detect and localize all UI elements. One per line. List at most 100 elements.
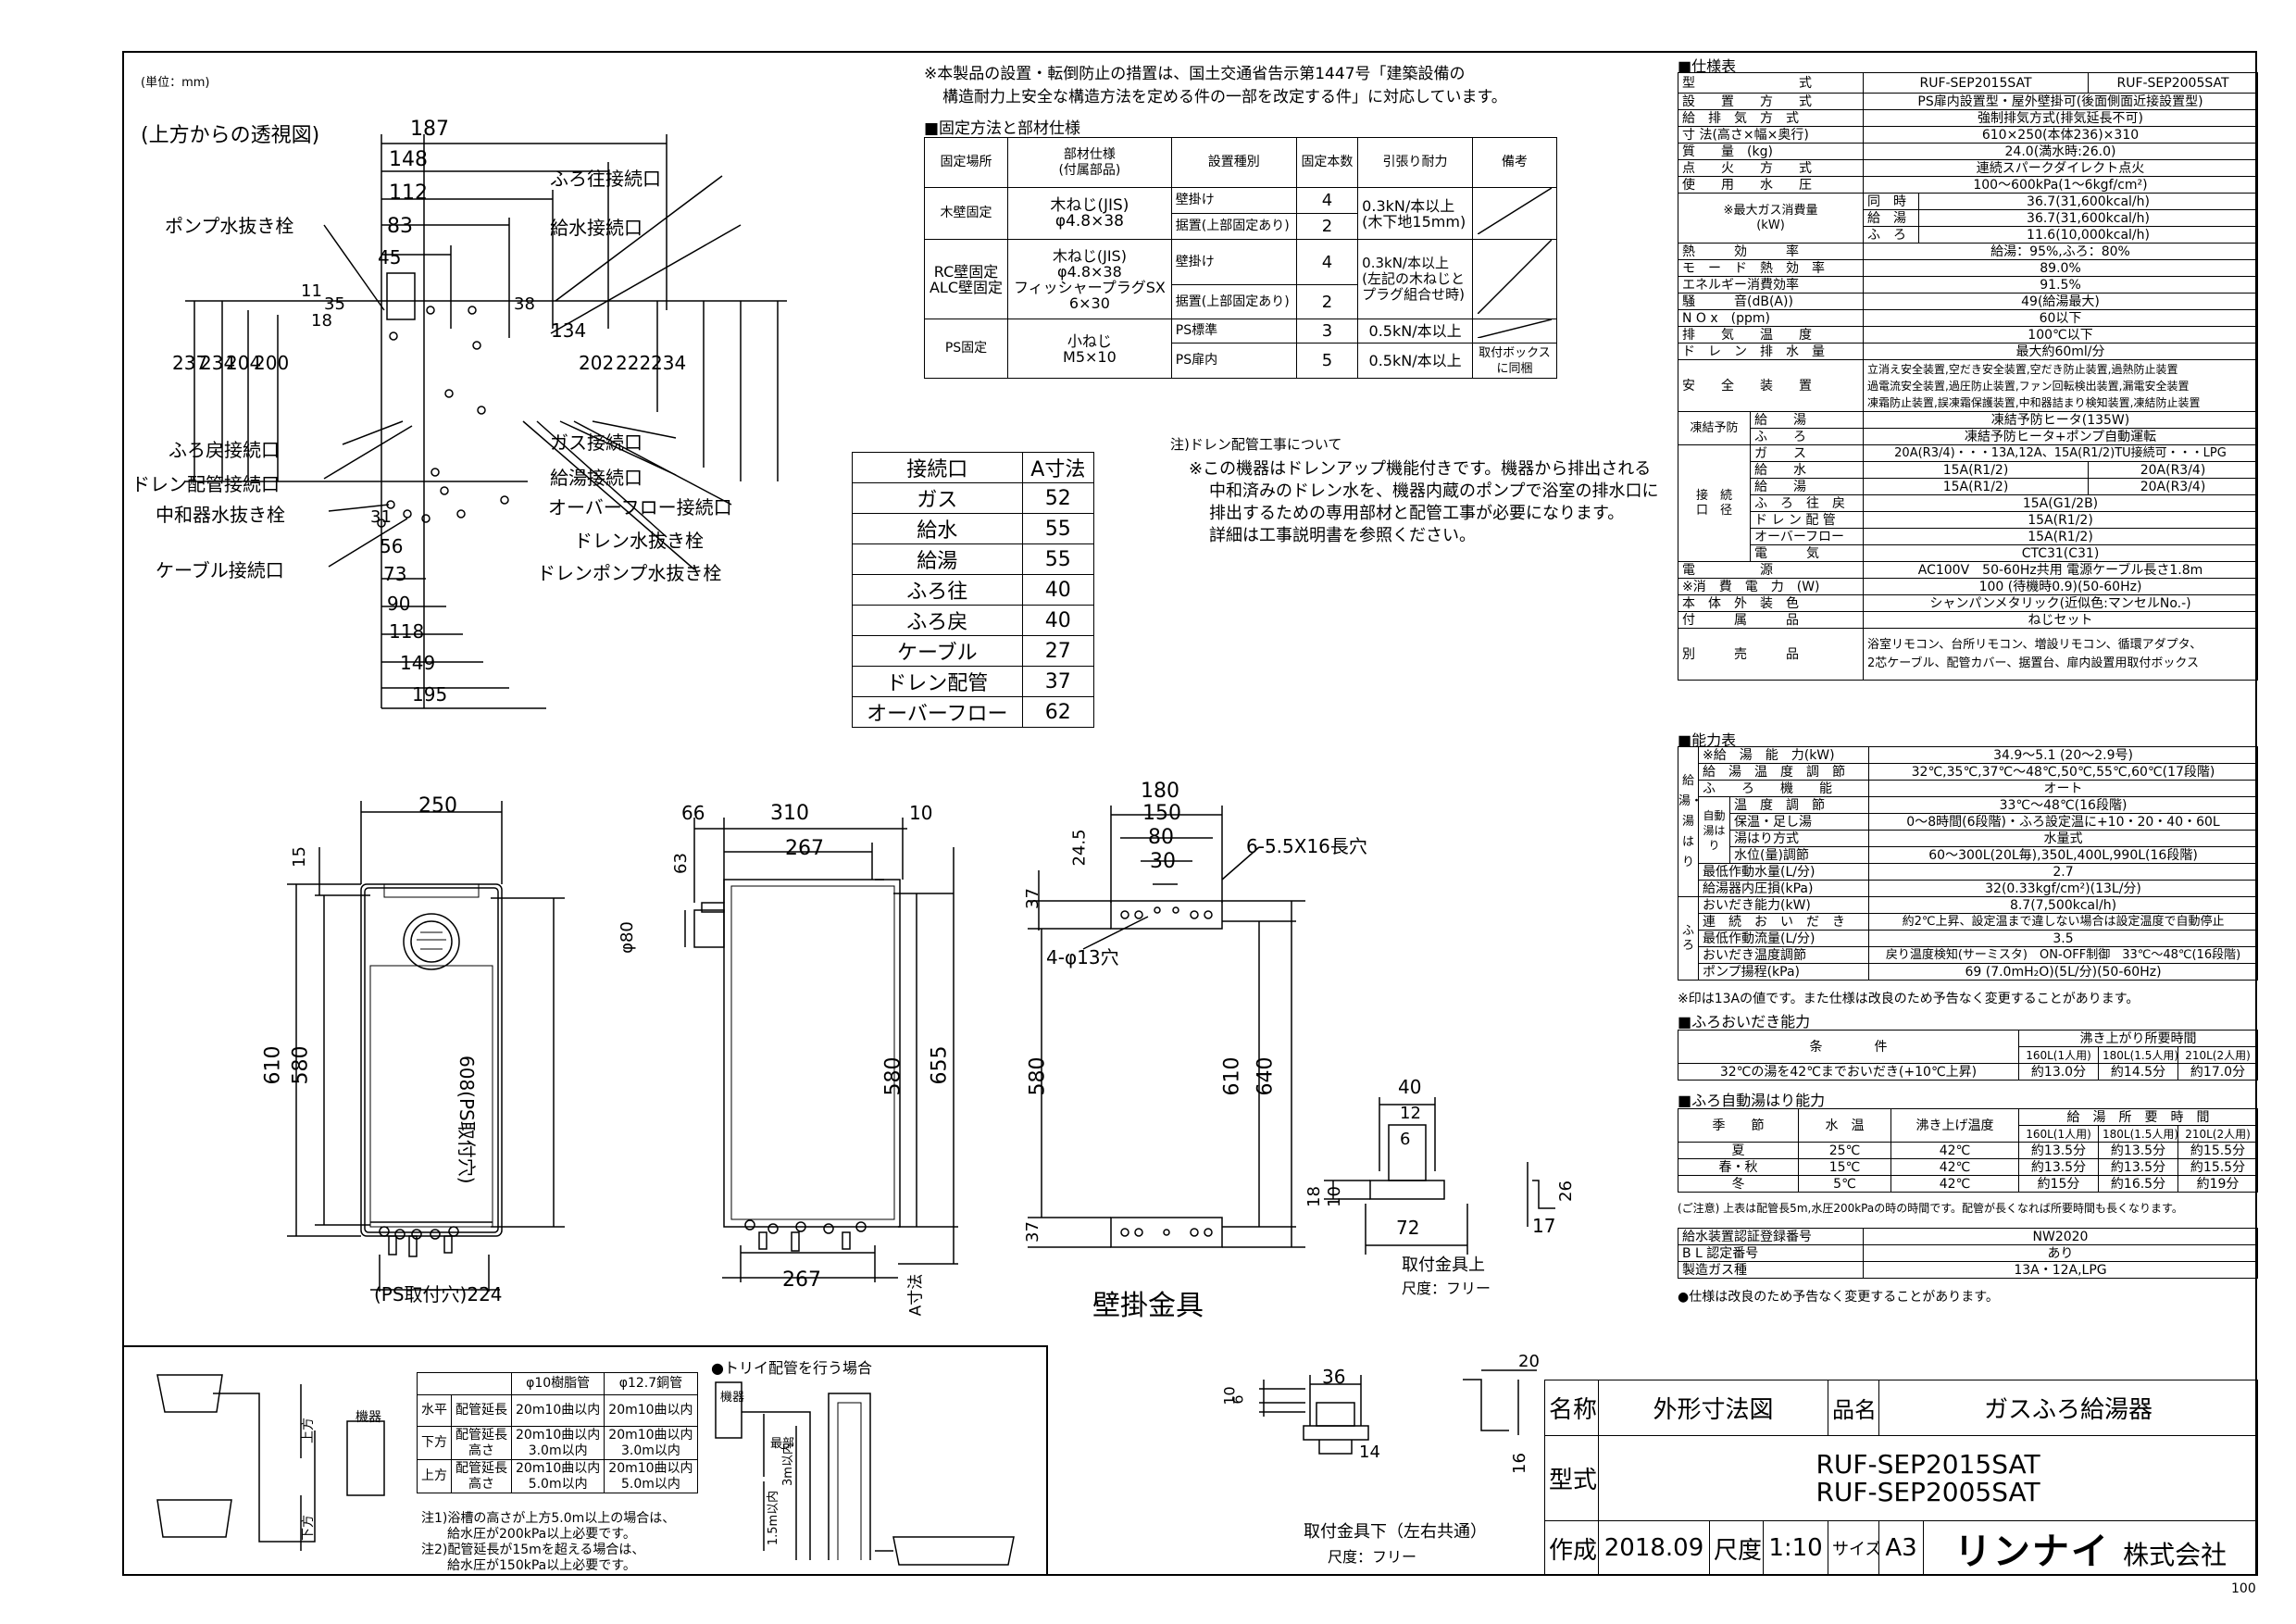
pipe-r2c2: 20m10曲以内 5.0m以内: [510, 1459, 605, 1493]
pipe-label-unit: 機器: [356, 1410, 381, 1425]
perf-r2v: オート: [1868, 780, 2259, 797]
bracket-h1: 24.5: [1069, 829, 1090, 867]
dim-202: 202: [579, 352, 615, 374]
spec-r2k: 寸 法(高さ×幅×奥行): [1678, 126, 1864, 144]
upper-d5: 10: [1324, 1186, 1344, 1207]
fix-h0: 固定場所: [923, 137, 1009, 188]
spec-r5k: 使 用 水 圧: [1678, 176, 1864, 194]
perf-r8v: 32(0.33kgf/cm²)(13L/分): [1868, 880, 2259, 897]
autofill-r0c0: 夏: [1678, 1142, 1799, 1159]
fix-r4c0: PS固定: [923, 319, 1009, 379]
label-bath-out: ふろ往接続口: [550, 168, 661, 190]
lower-d5: 20: [1518, 1352, 1540, 1371]
fix-h4: 引張り耐力: [1357, 137, 1473, 188]
spec-conn1v: 15A(R1/2): [1862, 461, 2090, 479]
lower-d6: 16: [1509, 1453, 1529, 1474]
dim-56: 56: [380, 535, 404, 557]
cert-r0k: 給水装置認証登録番号: [1678, 1228, 1864, 1245]
perf-r9k: おいだき能力(kW): [1697, 896, 1870, 914]
perf-r4v: 0〜8時間(6段階)・ふろ設定温に+10・20・40・60L: [1868, 813, 2259, 831]
reheat-cond: 32℃の湯を42℃までおいだき(+10℃上昇): [1678, 1063, 2019, 1081]
dim-18: 18: [311, 311, 332, 331]
spec-freeze0k: 給 湯: [1750, 411, 1864, 429]
front-h2: 580: [289, 1045, 313, 1085]
dim-234-left: 234: [200, 352, 236, 374]
dim-204: 204: [226, 352, 262, 374]
spec-r2v: 610×250(本体236)×310: [1862, 126, 2259, 144]
perf-r4k: 保温・足し湯: [1728, 813, 1870, 831]
perf-r6v: 60〜300L(20L毎),350L,400L,990L(16段階): [1868, 846, 2259, 864]
spec-r3-0v: AC100V 50-60Hz共用 電源ケーブル長さ1.8m: [1862, 561, 2259, 579]
conn-r5-name: ケーブル: [852, 635, 1023, 667]
trap-diagram: [715, 1381, 1015, 1566]
autofill-r2c4: 約16.5分: [2098, 1175, 2178, 1193]
spec-r2-5v: 100℃以下: [1862, 326, 2259, 344]
upper-d4: 18: [1304, 1186, 1324, 1207]
spec-r3v: 24.0(満水時:26.0): [1862, 143, 2259, 160]
perf-side2: ふろ: [1678, 896, 1699, 981]
dim-118: 118: [389, 620, 425, 643]
dim-11: 11: [301, 281, 322, 301]
autofill-c2: 210L(2人用): [2177, 1125, 2259, 1143]
spec-conn6v: CTC31(C31): [1862, 544, 2259, 562]
bracket-w3: 80: [1148, 826, 1174, 849]
label-neutralizer-drain: 中和器水抜き栓: [156, 504, 285, 526]
spec-conn5k: オーバーフロー: [1750, 528, 1864, 545]
bracket-w1: 180: [1141, 780, 1179, 803]
spec-model-2: RUF-SEP2005SAT: [2088, 72, 2259, 94]
trap-title: ●トリイ配管を行う場合: [711, 1359, 872, 1377]
spec-r4k: 点 火 方 式: [1678, 159, 1864, 177]
dim-149: 149: [400, 652, 436, 674]
spec-gas2k: ふ ろ: [1863, 226, 1919, 244]
pipe-r2c1: 配管延長 高さ: [451, 1459, 512, 1493]
pipe-h2: φ10樹脂管: [510, 1372, 605, 1395]
perf-r1k: 給 湯 温 度 調 節: [1697, 763, 1870, 781]
spec-r0v: PS扉内設置型・屋外壁掛可(後面側面近接設置型): [1862, 93, 2259, 110]
spec-model-label: 型 式: [1678, 72, 1864, 94]
perf-title: ■能力表: [1678, 731, 1737, 749]
fix-r2c1: 木ねじ(JIS) φ4.8×38 フィッシャープラグSX 6×30: [1007, 239, 1172, 319]
bracket-view-diagram: [1028, 806, 1305, 1248]
spec-freeze-label: 凍結予防: [1678, 411, 1751, 445]
top-view-title: (上方からの透視図): [141, 124, 320, 147]
pipe-r1c3: 20m10曲以内 3.0m以内: [604, 1426, 698, 1460]
pipe-h0: [417, 1372, 512, 1395]
conn-r1-val: 55: [1021, 513, 1095, 544]
fix-r5c4: 0.5kN/本以上: [1357, 343, 1473, 379]
side-h1: 580: [881, 1056, 905, 1096]
side-d1: 66: [681, 802, 705, 824]
tb-name-label: 名称: [1544, 1380, 1599, 1436]
perf-r10v: 約2℃上昇、設定温まで違しない場合は設定温度で自動停止: [1868, 913, 2259, 931]
spec-conn2v2: 20A(R3/4): [2088, 478, 2259, 495]
perf-r13k: ポンプ揚程(kPa): [1697, 963, 1870, 981]
spec-model-1: RUF-SEP2015SAT: [1862, 72, 2090, 94]
bracket-h5: 640: [1254, 1056, 1278, 1096]
dim-134: 134: [551, 319, 587, 342]
spec-gas-label: ※最大ガス消費量 (kW): [1678, 193, 1864, 244]
fix-h5: 備考: [1471, 137, 1558, 188]
bracket-h3: 580: [1026, 1056, 1050, 1096]
bottom-divider: [122, 1345, 1048, 1347]
trap-top: 最部: [770, 1437, 795, 1451]
side-h2: 655: [928, 1045, 952, 1085]
autofill-h2: 沸き上げ温度: [1890, 1108, 2019, 1143]
spec-r3-2v: シャンパンメタリック(近似色:マンセルNo.-): [1862, 594, 2259, 612]
spec-r2-4k: N O x (ppm): [1678, 309, 1864, 327]
fix-r2-diag: [1477, 240, 1553, 315]
reheat-v0: 約13.0分: [2018, 1063, 2099, 1081]
conn-r3-val: 40: [1021, 574, 1095, 606]
dim-90: 90: [387, 593, 411, 615]
reheat-h2: 沸き上がり所要時間: [2018, 1030, 2258, 1047]
top-view-diagram: [185, 134, 787, 709]
autofill-c0: 160L(1人用): [2018, 1125, 2099, 1143]
conn-r2-name: 給湯: [852, 543, 1023, 575]
upper-scale: 尺度：フリー: [1402, 1280, 1491, 1297]
fix-r5c2: PS扉内: [1170, 343, 1297, 379]
perf-auto-label: 自動 湯はり: [1698, 796, 1730, 864]
tb-name-value: 外形寸法図: [1597, 1380, 1829, 1436]
spec-table: 型 式 RUF-SEP2015SAT RUF-SEP2005SAT 設 置 方 …: [1678, 72, 2259, 681]
perf-r8k: 給湯器内圧損(kPa): [1697, 880, 1870, 897]
side-d3: 10: [909, 802, 933, 824]
autofill-r0c2: 42℃: [1890, 1142, 2019, 1159]
